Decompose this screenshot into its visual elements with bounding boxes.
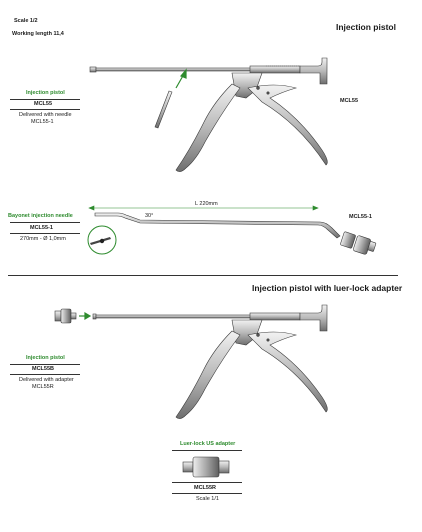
needle-size: 270mm - Ø 1,0mm [20, 236, 66, 242]
divider [10, 109, 80, 110]
scale-label: Scale 1/2 [14, 18, 38, 24]
divider [172, 450, 242, 451]
injection-pistol-luer-drawing [92, 304, 328, 419]
luer-adapter-drawing [182, 456, 230, 478]
section1-code: MCL55 [34, 101, 53, 107]
needle-tip-detail-circle [87, 225, 117, 255]
section-divider [8, 275, 398, 276]
bayonet-needle-drawing [94, 212, 377, 255]
luer-adapter-small-drawing [54, 308, 77, 324]
section2-desc-line2: MCL55R [32, 384, 54, 390]
section1-green-label: Injection pistol [26, 90, 65, 96]
needle-length: L 220mm [195, 201, 218, 207]
mini-needle-drawing [154, 90, 173, 129]
section1-title: Injection pistol [336, 22, 396, 32]
needle-side-code: MCL55-1 [349, 214, 372, 220]
section1-desc-line1: Delivered with needle [19, 112, 72, 118]
divider [172, 493, 242, 494]
divider [10, 99, 80, 100]
arrow-icon [79, 311, 92, 321]
divider [10, 233, 80, 234]
section2-green-label: Injection pistol [26, 355, 65, 361]
needle-green-label: Bayonet injection needle [8, 213, 73, 219]
divider [172, 482, 242, 483]
arrow-icon [175, 68, 187, 89]
section1-side-code: MCL55 [340, 98, 359, 104]
section2-desc-line1: Delivered with adapter [19, 377, 74, 383]
needle-code: MCL55-1 [30, 225, 53, 231]
divider [10, 222, 80, 223]
injection-pistol-drawing [89, 57, 328, 172]
adapter-scale: Scale 1/1 [196, 496, 219, 502]
length-dimension-line [88, 205, 319, 211]
section2-code: MCL55B [32, 366, 55, 372]
adapter-code: MCL55R [194, 485, 217, 491]
divider [10, 374, 80, 375]
section1-desc-line2: MCL55-1 [31, 119, 54, 125]
adapter-green-label: Luer-lock US adapter [180, 441, 236, 447]
divider [10, 364, 80, 365]
needle-angle: 30° [145, 213, 154, 219]
section2-title: Injection pistol with luer-lock adapter [252, 283, 403, 293]
working-length-label: Working length 11,4 [12, 31, 64, 37]
